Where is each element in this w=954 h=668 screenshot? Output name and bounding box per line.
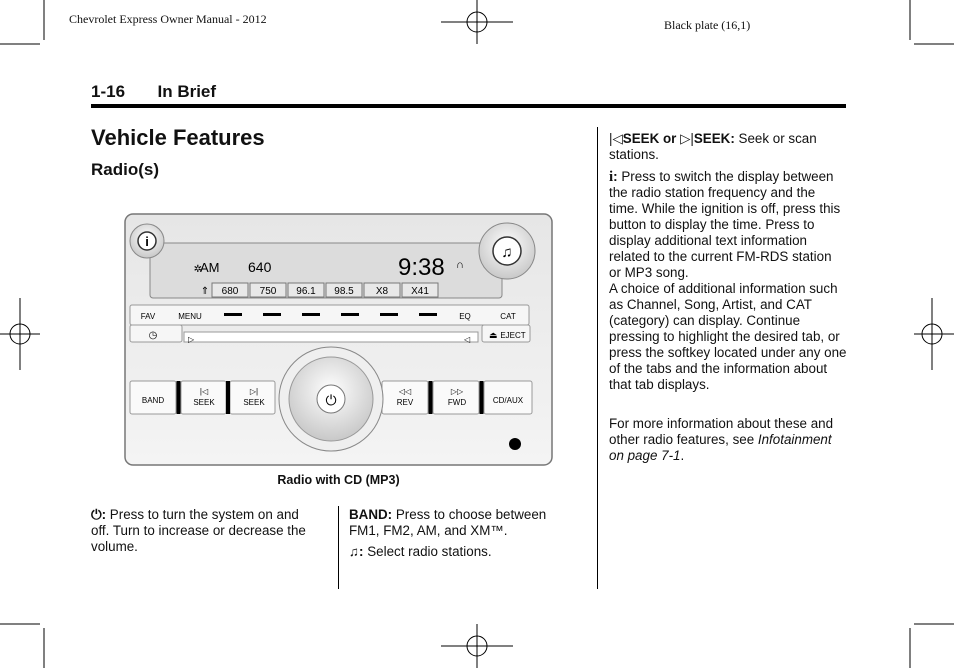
display-tab-label: 750 (260, 286, 277, 297)
seek-fwd-icon: ▷| (250, 387, 258, 396)
info-button[interactable]: i (129, 223, 165, 259)
page-number: 1-16 (91, 82, 126, 101)
display-frequency: 640 (248, 259, 272, 275)
band-button[interactable] (129, 380, 177, 415)
music-button[interactable]: ♫ (478, 222, 536, 280)
info-icon: i (145, 234, 149, 249)
band-paragraph: BAND: Press to choose between FM1, FM2, … (349, 507, 547, 538)
column-divider (597, 127, 598, 589)
clock-button[interactable] (129, 324, 183, 343)
music-note-icon: ♫ (349, 544, 360, 559)
cat-button[interactable]: CAT (500, 312, 516, 321)
figure-caption: Radio with CD (MP3) (277, 473, 400, 487)
eject-icon: ⏏ (489, 330, 498, 340)
display-tab-label: 96.1 (296, 286, 316, 297)
display-tab (363, 282, 401, 298)
fav-button[interactable]: FAV (141, 312, 156, 321)
signal-icon: ∩ (456, 259, 464, 271)
display-tab (249, 282, 287, 298)
column-divider (338, 506, 339, 589)
music-paragraph: ♫: Select radio stations. (349, 544, 492, 559)
softkey[interactable] (419, 313, 437, 316)
display-tab (401, 282, 439, 298)
svg-text:CD/AUX: CD/AUX (493, 396, 524, 405)
softkey[interactable] (302, 313, 320, 316)
slot-arrow-right-icon: ◁ (464, 335, 471, 344)
more-info-paragraph: For more information about these and oth… (609, 416, 834, 463)
svg-text:REV: REV (397, 398, 414, 407)
fwd-button[interactable] (432, 380, 480, 415)
cd-slot (183, 331, 479, 343)
eject-label: EJECT (500, 331, 525, 340)
display-tab (325, 282, 363, 298)
manual-title: Chevrolet Express Owner Manual - 2012 (69, 12, 267, 26)
section-subtitle: Radio(s) (91, 160, 159, 179)
indicator-dot (509, 438, 521, 450)
display-clock: 9:38 (398, 254, 445, 281)
display-band: AM (200, 260, 220, 275)
display-tabs: ⇑ 680 750 96.1 98.5 X8 X41 (201, 282, 439, 298)
display-tab-label: 680 (222, 286, 239, 297)
svg-text:SEEK: SEEK (243, 398, 265, 407)
softkey[interactable] (341, 313, 359, 316)
info-icon: i (609, 169, 614, 185)
slot-arrow-left-icon: ▷ (188, 335, 195, 344)
svg-text:FWD: FWD (448, 398, 466, 407)
svg-text:BAND: BAND (142, 396, 164, 405)
seek-back-icon: |◁ (200, 387, 209, 396)
scroll-up-icon: ⇑ (201, 286, 209, 297)
softkey[interactable] (224, 313, 242, 316)
display-tab-label: X8 (376, 286, 389, 297)
choice-paragraph: A choice of additional information such … (609, 281, 847, 392)
eject-button[interactable] (481, 324, 531, 343)
volume-knob[interactable]: ⏻ (278, 346, 384, 452)
cd-aux-button[interactable] (483, 380, 533, 415)
eq-button[interactable]: EQ (459, 312, 471, 321)
music-note-icon: ♫ (501, 244, 512, 261)
info-paragraph: i: Press to switch the display between t… (609, 169, 841, 280)
power-icon: ⏻ (325, 392, 336, 408)
plate-label: Black plate (16,1) (664, 18, 751, 32)
clock-icon: ◷ (149, 330, 158, 341)
menu-button[interactable]: MENU (178, 312, 202, 321)
softkey-strip (129, 304, 530, 326)
display-tab (287, 282, 325, 298)
infotainment-reference-link[interactable]: Infotainment on page 7-1 (609, 432, 832, 463)
seek-paragraph: |◁SEEK or ▷|SEEK: Seek or scan stations. (609, 131, 817, 162)
power-icon: ⏻ (91, 507, 102, 522)
display-tab-label: 98.5 (334, 286, 354, 297)
section-name: In Brief (157, 82, 217, 101)
softkey[interactable] (380, 313, 398, 316)
power-paragraph: ⏻: Press to turn the system on and off. … (91, 507, 306, 554)
rewind-icon: ◁◁ (399, 387, 412, 396)
softkey[interactable] (263, 313, 281, 316)
page-title: Vehicle Features (91, 125, 265, 150)
section-header: 1-16 In Brief (91, 82, 846, 108)
seek-fwd-icon: ▷| (680, 131, 694, 146)
svg-text:SEEK: SEEK (193, 398, 215, 407)
radio-figure: i ♫ AM 640 ✲ 9:38 ∩ ⇑ 680 750 96.1 98.5 X8 X41… (124, 213, 553, 466)
softkey-buttons[interactable] (224, 313, 437, 316)
fast-forward-icon: ▷▷ (451, 387, 464, 396)
gear-indicator-icon: ✲ (194, 264, 202, 275)
seek-back-icon: |◁ (609, 131, 623, 146)
display-tab-label: X41 (411, 286, 429, 297)
display-tab (211, 282, 249, 298)
